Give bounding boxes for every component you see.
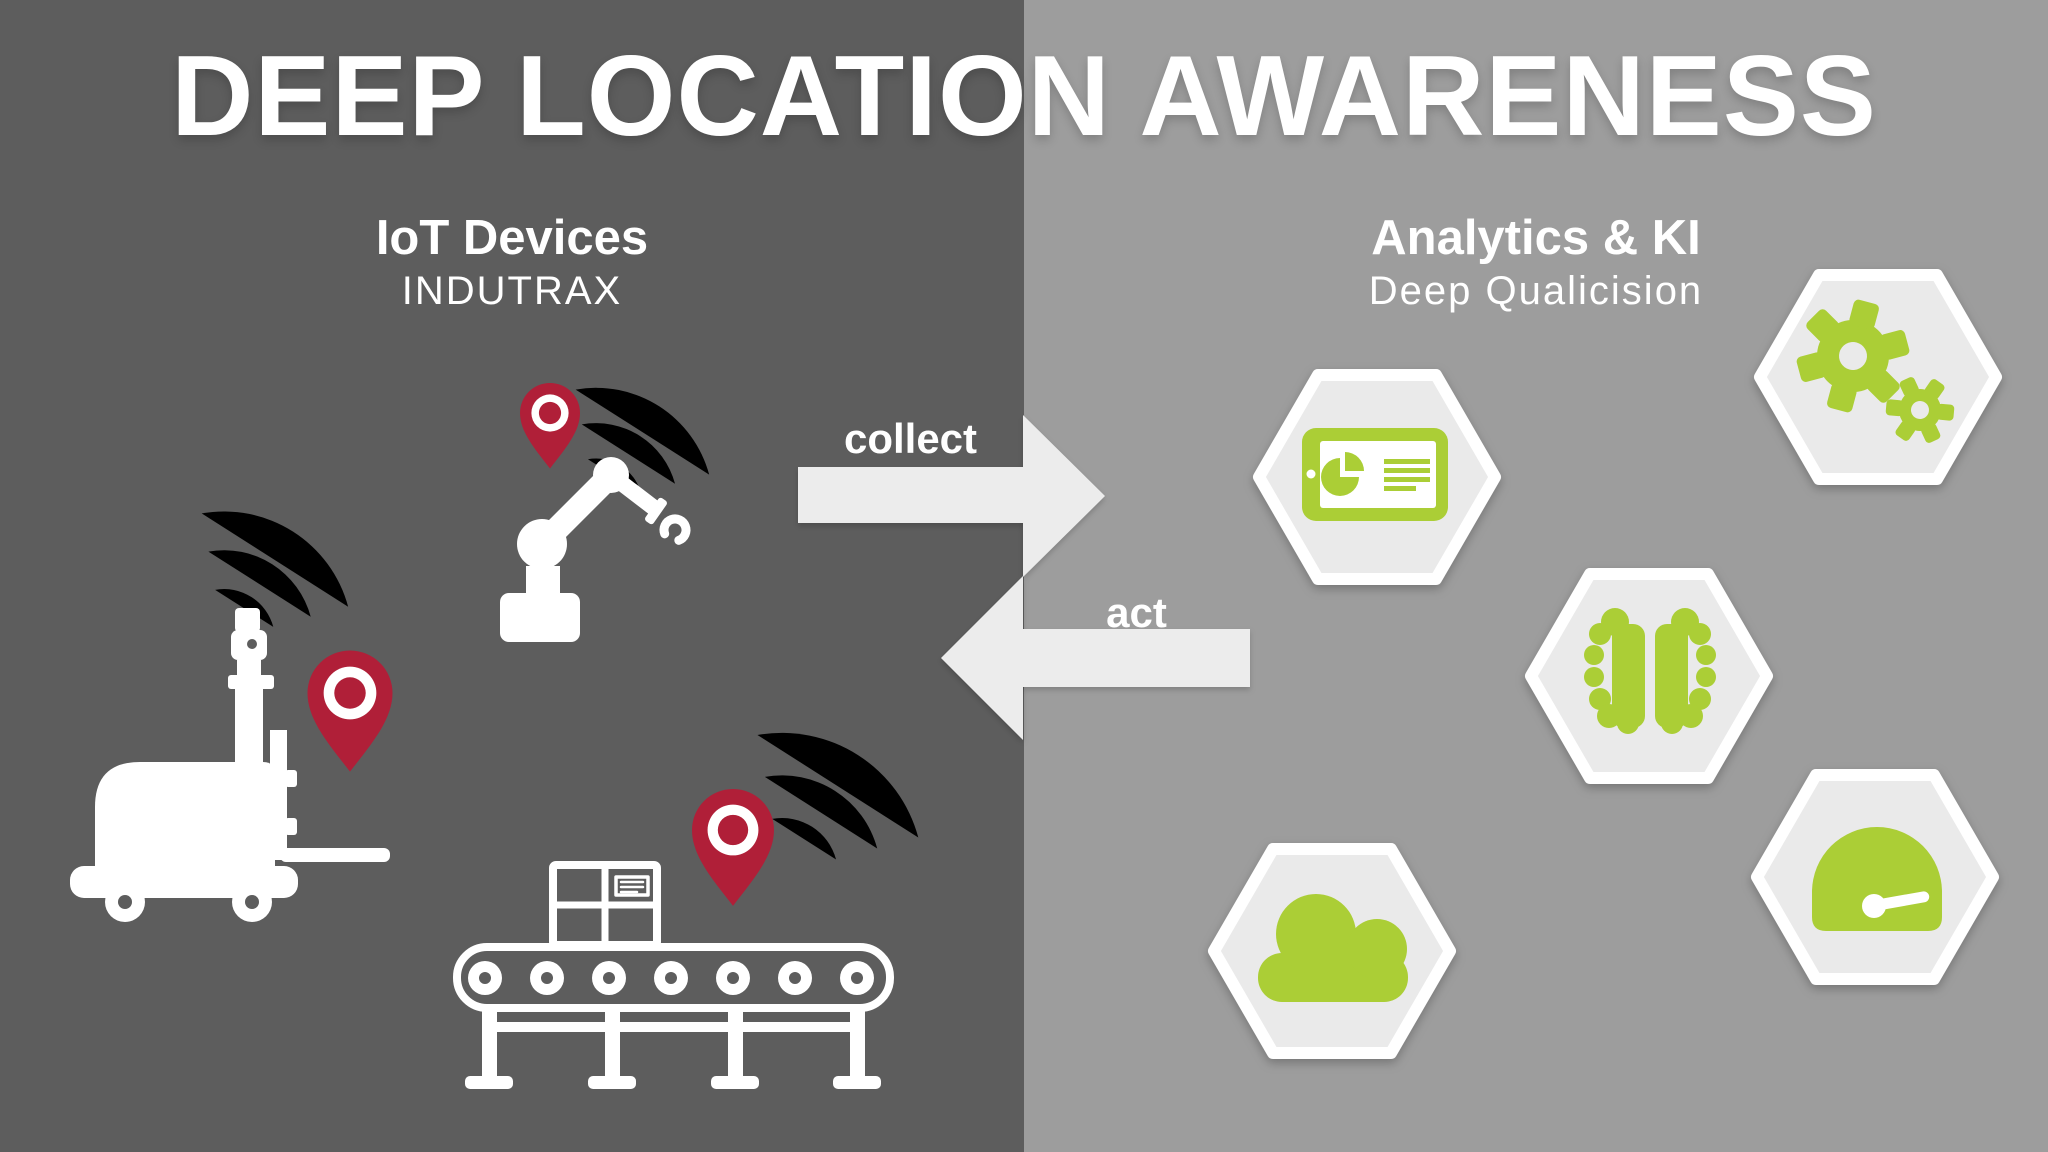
- gauge-icon: [1812, 827, 1942, 931]
- iot-devices-heading: IoT Devices: [375, 211, 649, 265]
- conveyor-rollers: [468, 961, 874, 995]
- wifi-signal-icon: [201, 511, 349, 627]
- hexagon-gauge: [1751, 769, 1999, 985]
- wifi-signal-icon: [757, 732, 919, 860]
- location-pin-icon: [692, 789, 774, 906]
- hexagon-gears: [1754, 269, 2002, 485]
- hexagon-brain: [1525, 568, 1773, 784]
- collect-arrow: [798, 415, 1105, 577]
- page-title: DEEP LOCATION AWARENESS: [171, 33, 1877, 160]
- act-arrow: [941, 576, 1250, 740]
- cloud-icon: [1258, 894, 1408, 1002]
- qualicision-subheading: Deep Qualicision: [1368, 269, 1704, 314]
- dashboard-tablet-icon: [1302, 428, 1448, 521]
- collect-arrow-label: collect: [843, 415, 978, 462]
- forklift-icon: [70, 511, 393, 922]
- location-pin-icon: [307, 650, 393, 772]
- gears-icon: [1796, 299, 1955, 443]
- brain-icon: [1584, 608, 1716, 734]
- act-arrow-label: act: [1106, 589, 1167, 636]
- conveyor-belt-icon: [453, 732, 919, 1089]
- analytics-heading: Analytics & KI: [1371, 211, 1701, 265]
- indutrax-subheading: INDUTRAX: [401, 269, 623, 314]
- location-pin-icon: [520, 383, 580, 469]
- iot-devices-panel: [0, 0, 1024, 1152]
- analytics-header: Analytics & KI Deep Qualicision: [1024, 210, 2048, 316]
- hexagon-cloud: [1208, 843, 1456, 1059]
- iot-devices-header: IoT Devices INDUTRAX: [0, 210, 1024, 316]
- robot-arm-icon: [500, 383, 710, 642]
- package-box-icon: [549, 861, 661, 949]
- hexagon-dashboard-tablet: [1253, 369, 1501, 585]
